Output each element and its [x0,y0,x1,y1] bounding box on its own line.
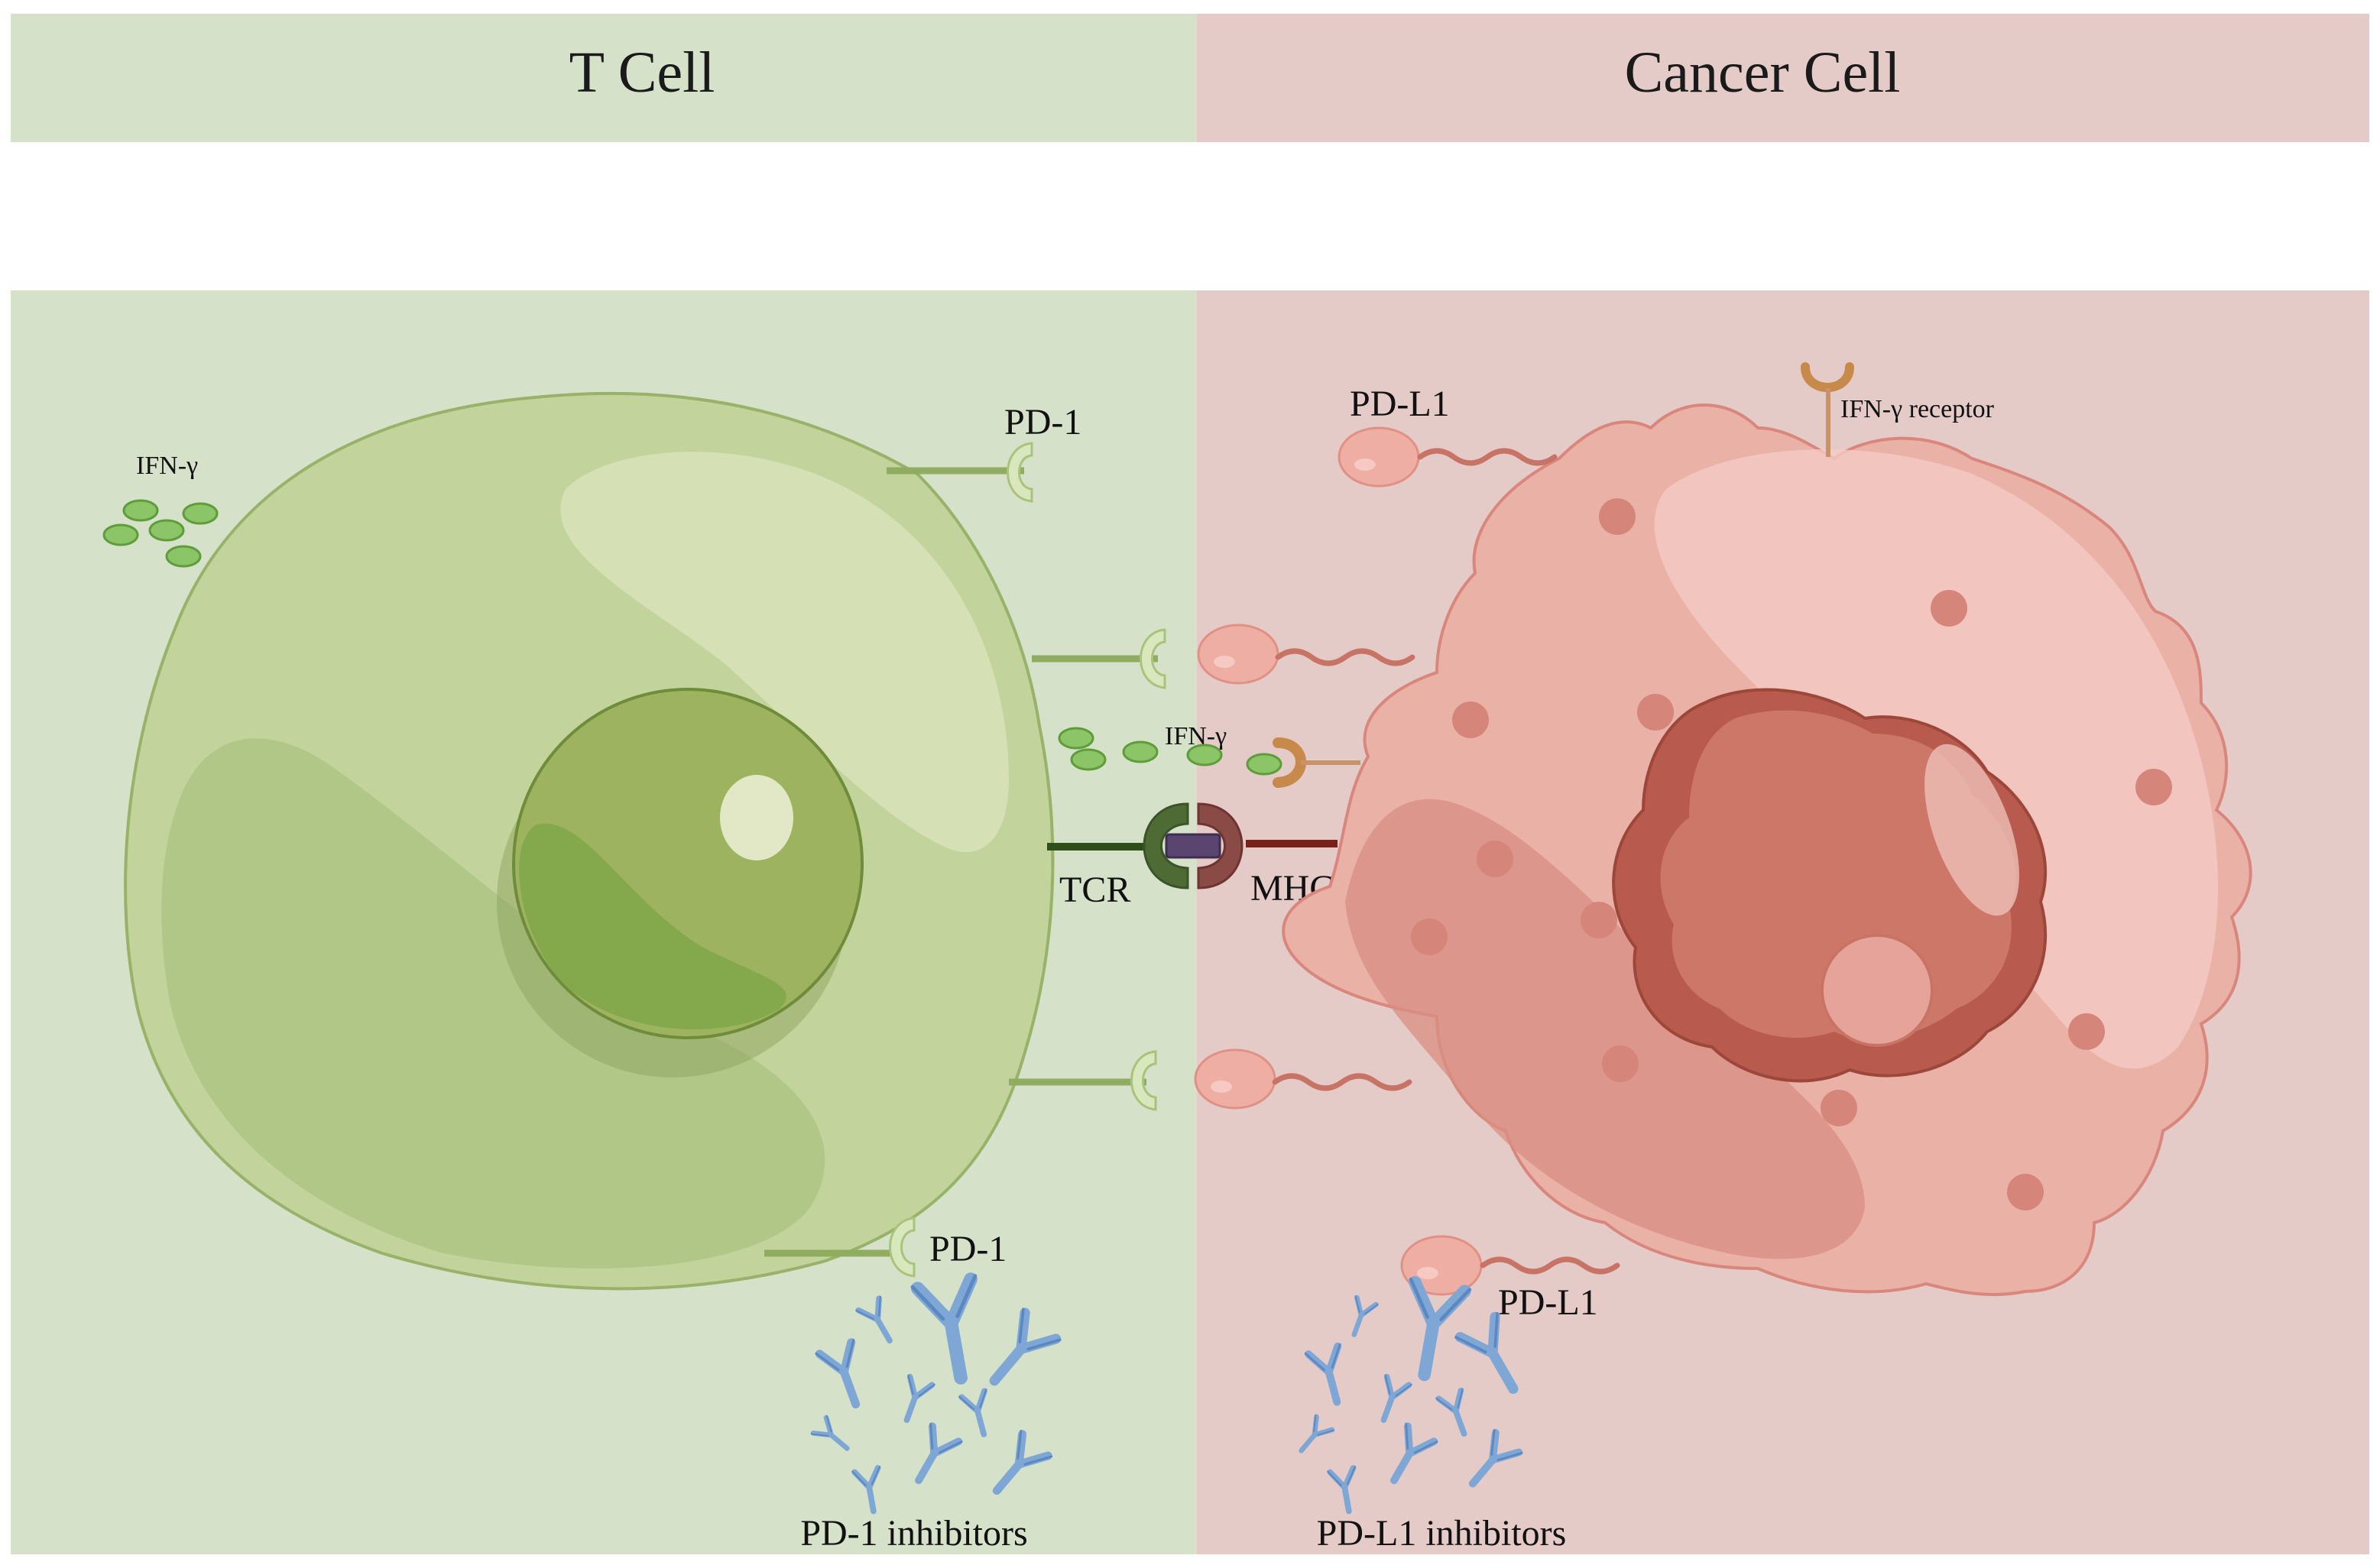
ifn-gamma-label-center: IFN-γ [1165,722,1227,750]
ifn-gamma-receptor-center [1273,737,1360,788]
cancer-cell-granules [1411,498,2172,1210]
antigen-peptide [1165,833,1221,859]
ifn-gamma-receptor-top [1801,362,1854,457]
tcr-mhc-complex [1047,802,1338,889]
cancer-cell [1282,403,2252,1297]
ifn-gamma-label-left: IFN-γ [136,452,198,480]
pdl1-inhibitors-label: PD-L1 inhibitors [1317,1513,1567,1554]
t-cell-nucleolus [720,775,793,860]
tcell-header-panel [11,14,1197,142]
mhc-receptor [1197,802,1244,889]
t-cell-highlight [560,452,1009,853]
pd1-pdl1-pair-lower [1009,1048,1412,1111]
pd1-receptor-bottom [764,1217,916,1278]
t-cell-shadow [161,738,825,1269]
pd1-receptor-top [887,442,1033,503]
t-cell [124,391,1055,1291]
ifn-gamma-receptor-label: IFN-γ receptor [1840,395,1995,423]
tcell-header-title: T Cell [569,41,715,105]
tcr-receptor [1143,802,1189,889]
pd1-label-bottom: PD-1 [929,1229,1007,1269]
cancer-cell-shadow [1345,799,1865,1259]
cancer-cell-nucleolus [1821,934,1934,1047]
t-cell-nucleus-inner [519,823,786,1030]
pdl1-label-bottom: PD-L1 [1498,1282,1598,1323]
pd1-pdl1-pair-upper [1032,624,1415,689]
cancer-header-panel [1197,14,2369,142]
pdl1-ligand-bottom [1400,1235,1620,1296]
cancer-cell-nucleus-highlight [1924,744,2019,916]
tcr-label: TCR [1059,870,1130,910]
pd1-label-top: PD-1 [1004,402,1081,442]
pdl1-label-top: PD-L1 [1350,384,1450,424]
pd1-inhibitors-label: PD-1 inhibitors [800,1513,1027,1554]
cancer-header-title: Cancer Cell [1625,41,1901,105]
pdl1-ligand-top [1338,426,1558,488]
